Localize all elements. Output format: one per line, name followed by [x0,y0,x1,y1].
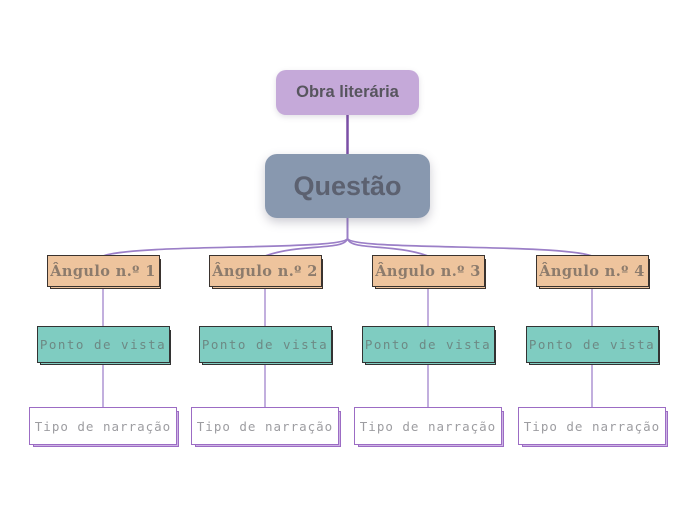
node-ponto-de-vista-2-label: Ponto de vista [201,337,329,352]
node-tipo-de-narracao-3-label: Tipo de narração [359,418,497,434]
node-ponto-de-vista-3[interactable]: Ponto de vista [361,326,496,365]
node-tipo-de-narracao-4-label: Tipo de narração [523,418,661,434]
node-questao-label: Questão [293,170,402,201]
node-ponto-de-vista-1[interactable]: Ponto de vista [36,326,171,365]
node-angulo-1-label: Ângulo n.º 1 [50,262,156,280]
node-obra-literaria-label: Obra literária [296,83,399,101]
node-ponto-de-vista-4-label: Ponto de vista [528,337,656,352]
node-obra-literaria[interactable]: Obra literária [276,70,419,115]
node-tipo-de-narracao-3[interactable]: Tipo de narração [354,407,504,447]
node-tipo-de-narracao-4[interactable]: Tipo de narração [518,407,668,447]
node-angulo-3[interactable]: Ângulo n.º 3 [371,255,486,289]
node-ponto-de-vista-1-label: Ponto de vista [39,337,167,352]
node-tipo-de-narracao-1[interactable]: Tipo de narração [29,407,179,447]
node-angulo-4-label: Ângulo n.º 4 [539,262,645,280]
node-ponto-de-vista-3-label: Ponto de vista [364,337,492,352]
node-tipo-de-narracao-2[interactable]: Tipo de narração [191,407,341,447]
node-questao[interactable]: Questão [265,154,430,218]
node-angulo-2[interactable]: Ângulo n.º 2 [208,255,323,289]
node-ponto-de-vista-4[interactable]: Ponto de vista [525,326,660,365]
node-ponto-de-vista-2[interactable]: Ponto de vista [198,326,333,365]
node-angulo-3-label: Ângulo n.º 3 [375,262,481,280]
node-angulo-4[interactable]: Ângulo n.º 4 [535,255,650,289]
node-angulo-1[interactable]: Ângulo n.º 1 [46,255,161,289]
node-angulo-2-label: Ângulo n.º 2 [212,262,318,280]
node-tipo-de-narracao-2-label: Tipo de narração [196,418,334,434]
node-tipo-de-narracao-1-label: Tipo de narração [34,418,172,434]
